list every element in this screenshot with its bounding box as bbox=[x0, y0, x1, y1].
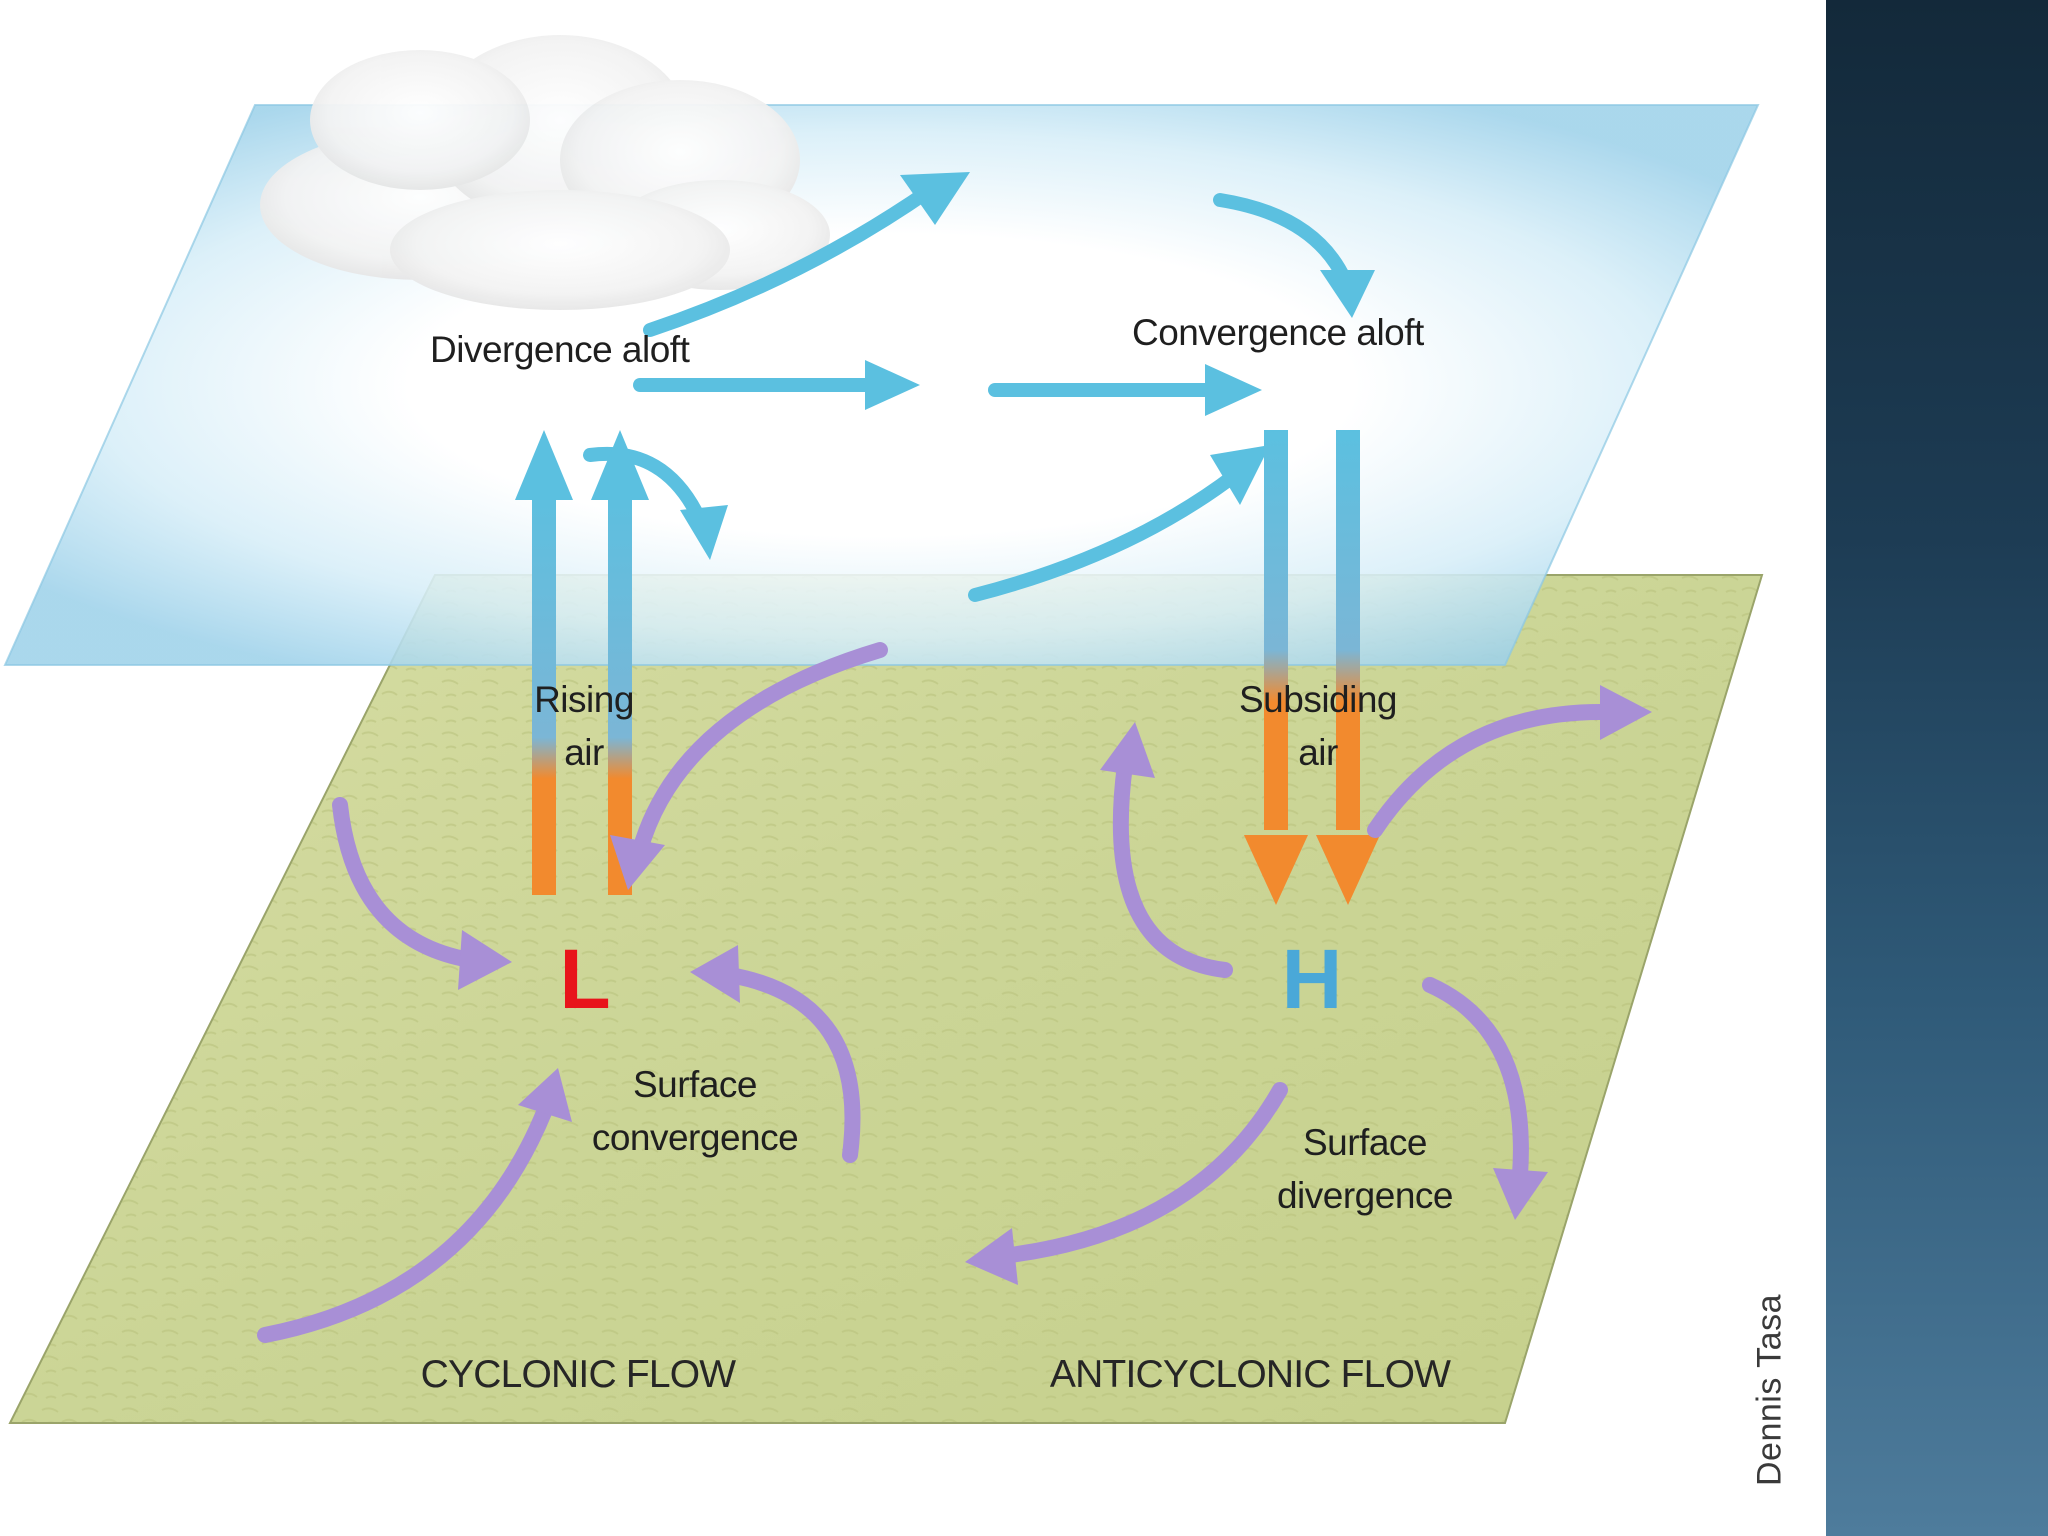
subsiding-air-arrows bbox=[1244, 430, 1380, 905]
arrow-divergence-up-right bbox=[643, 183, 937, 337]
cyclonic-surface-arrows bbox=[257, 642, 888, 1343]
subsiding-arrow-right-shaft bbox=[1336, 430, 1360, 830]
rising-arrow-left-head bbox=[515, 430, 573, 500]
arrow-curl-near-low-head bbox=[680, 505, 728, 560]
label-rising-air-line1: Rising bbox=[534, 679, 634, 720]
label-surface-convergence-line2: convergence bbox=[592, 1117, 798, 1158]
rising-arrow-right-head bbox=[591, 430, 649, 500]
rising-arrow-right-shaft bbox=[608, 480, 632, 895]
subsiding-arrow-left-head bbox=[1244, 835, 1308, 905]
label-subsiding-air-line1: Subsiding bbox=[1239, 679, 1397, 720]
subsiding-arrow-right-head bbox=[1316, 835, 1380, 905]
label-rising-air-line2: air bbox=[564, 732, 604, 773]
label-cyclonic-flow: CYCLONIC FLOW bbox=[421, 1353, 737, 1396]
photo-credit: Dennis Tasa bbox=[1750, 1294, 1789, 1486]
arrow-anticyclonic-bottom bbox=[1002, 1082, 1288, 1263]
label-subsiding-air-line2: air bbox=[1298, 732, 1338, 773]
ground-plane bbox=[8, 574, 1764, 1424]
anticyclonic-surface-arrows bbox=[965, 685, 1652, 1285]
pressure-systems-diagram: Divergence aloft Convergence aloft Risin… bbox=[3, 35, 1764, 1424]
upper-air-arrows bbox=[583, 172, 1375, 602]
arrow-aloft-mid-right-head bbox=[1205, 364, 1262, 416]
side-decorative-panel bbox=[1826, 0, 2048, 1536]
subsiding-arrow-left-shaft bbox=[1264, 430, 1288, 830]
arrow-cyclonic-top-left bbox=[332, 797, 478, 968]
high-pressure-marker: H bbox=[1282, 932, 1343, 1026]
arrow-anticyclonic-right-down bbox=[1422, 977, 1529, 1183]
arrow-convergence-curve-head bbox=[1320, 270, 1375, 318]
arrow-cyclonic-right bbox=[722, 967, 861, 1163]
arrow-anticyclonic-top-right bbox=[1367, 703, 1613, 838]
label-anticyclonic-flow: ANTICYCLONIC FLOW bbox=[1050, 1353, 1451, 1396]
arrow-divergence-up-right-head bbox=[900, 172, 970, 225]
arrow-convergence-curve bbox=[1213, 193, 1352, 287]
arrow-curl-near-low bbox=[583, 446, 707, 527]
rising-arrow-left-shaft bbox=[532, 480, 556, 895]
arrow-anticyclonic-left-up bbox=[1112, 757, 1233, 978]
label-convergence-aloft: Convergence aloft bbox=[1132, 312, 1425, 353]
arrow-surface-to-aloft bbox=[968, 468, 1242, 602]
arrow-surface-to-aloft-head bbox=[1210, 445, 1270, 505]
rising-air-arrows bbox=[515, 430, 649, 895]
low-pressure-marker: L bbox=[559, 932, 610, 1026]
arrow-cyclonic-top-right bbox=[632, 642, 888, 858]
label-surface-divergence-line1: Surface bbox=[1303, 1122, 1427, 1163]
cloud bbox=[260, 35, 830, 310]
arrow-aloft-mid-left-head bbox=[865, 360, 920, 410]
label-divergence-aloft: Divergence aloft bbox=[430, 329, 691, 370]
label-surface-convergence-line1: Surface bbox=[633, 1064, 757, 1105]
arrow-cyclonic-bottom bbox=[257, 1102, 553, 1343]
label-surface-divergence-line2: divergence bbox=[1277, 1175, 1453, 1216]
